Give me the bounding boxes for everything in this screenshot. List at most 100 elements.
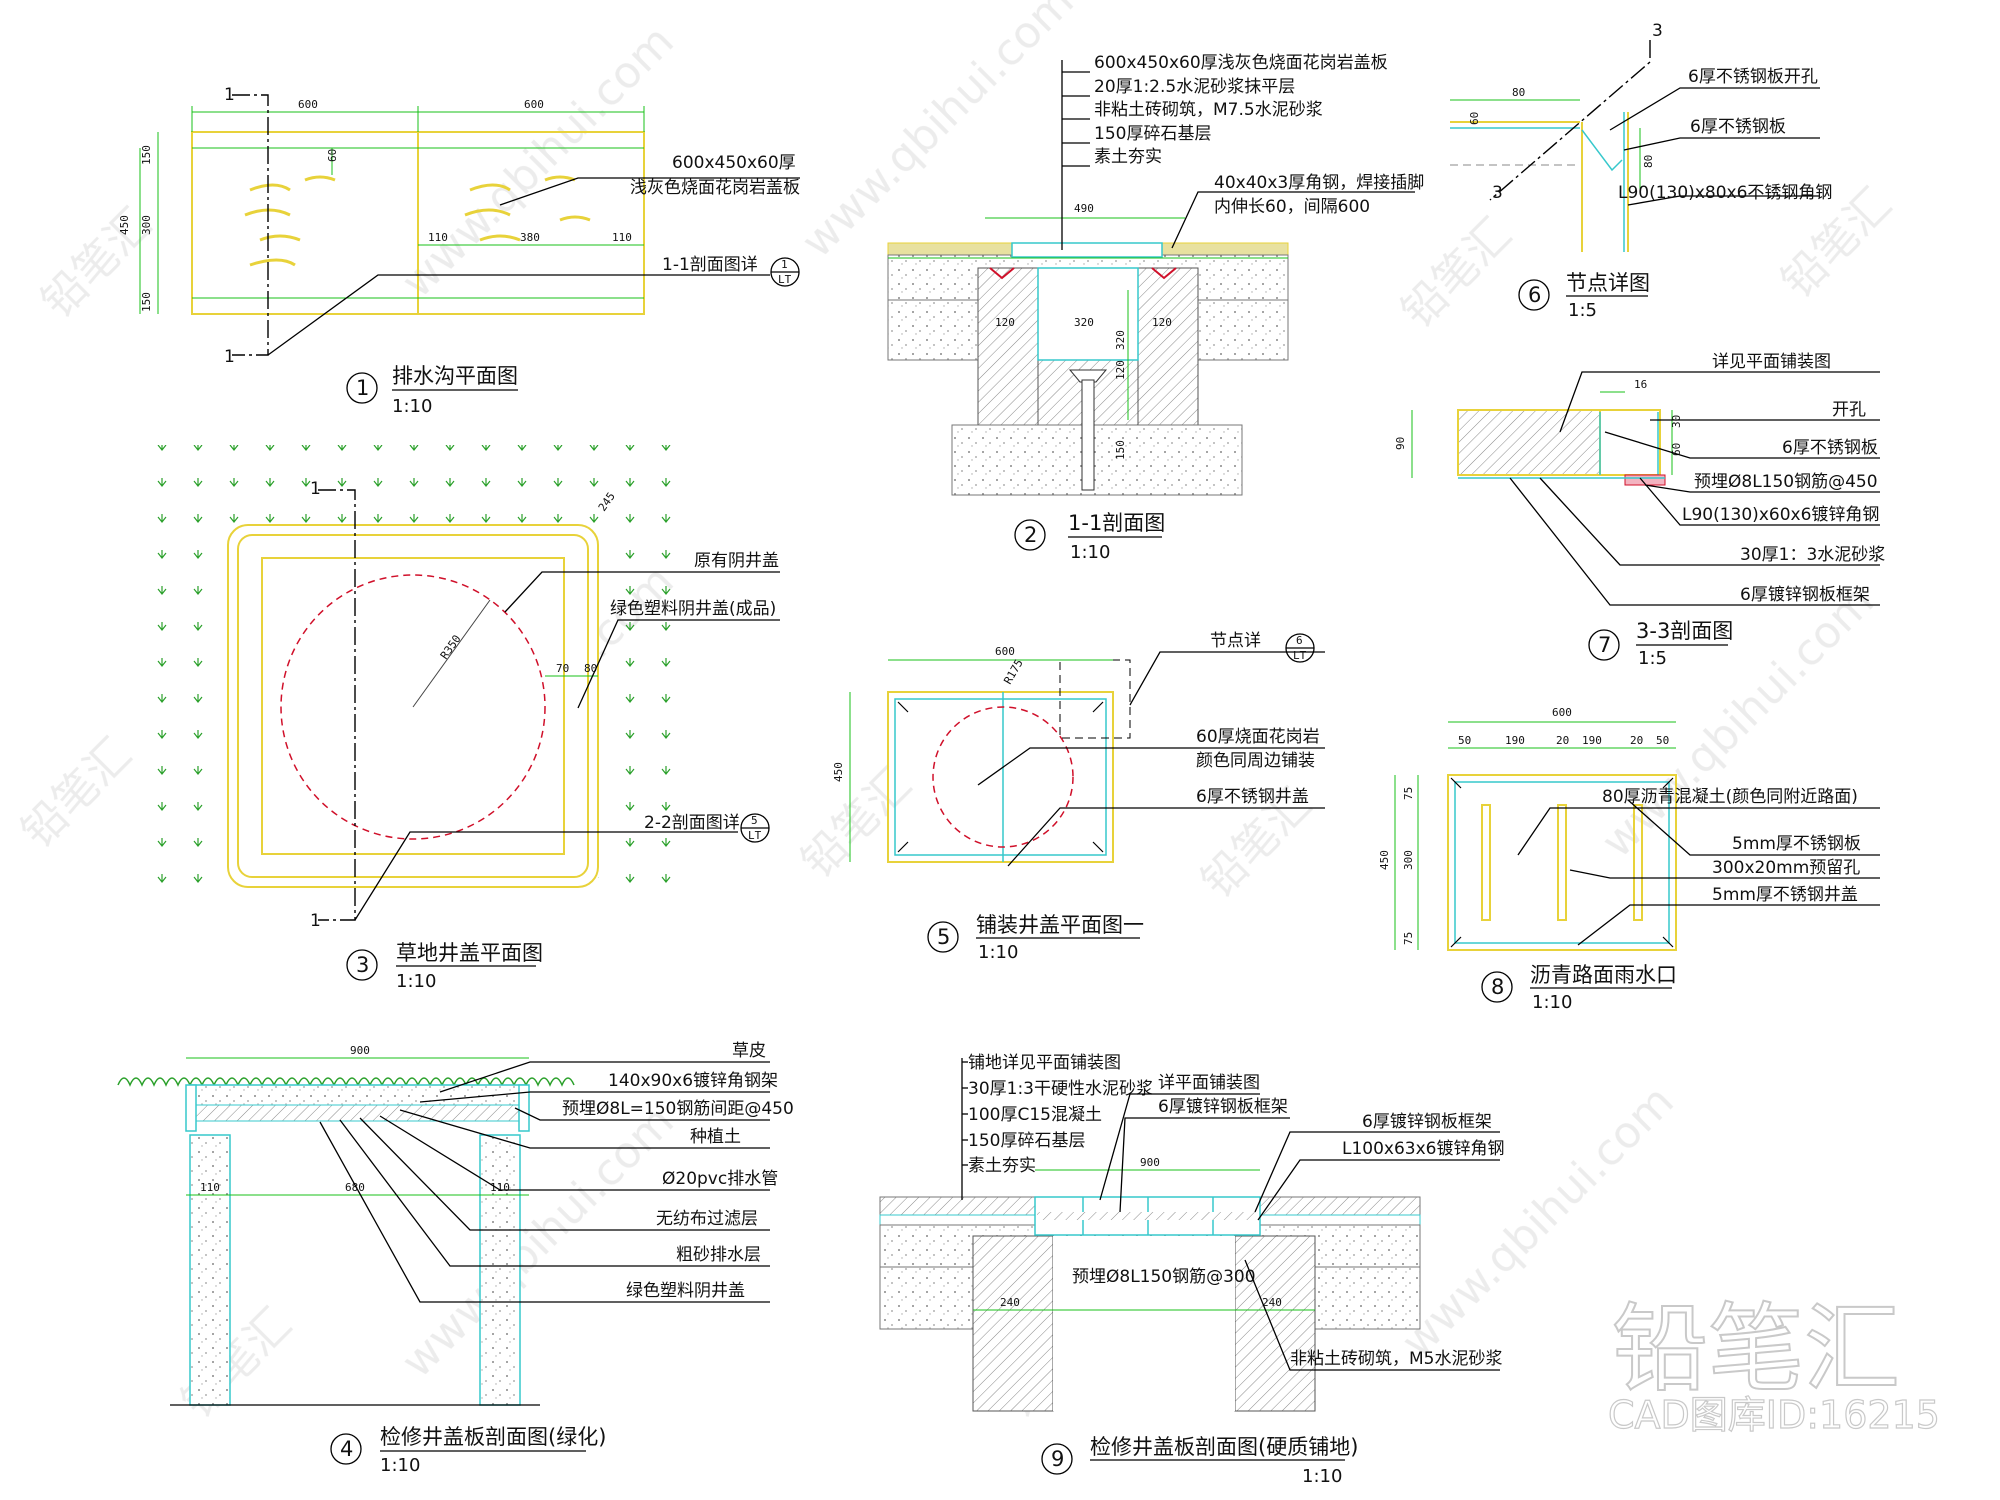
drawing-4-title: 检修井盖板剖面图(绿化) [380, 1425, 606, 1449]
ref-num-bottom: LT [1293, 649, 1307, 662]
label-turf: 草皮 [732, 1041, 766, 1061]
dim-50-a: 50 [1458, 734, 1471, 747]
label-granite-60: 60厚烧面花岗岩 [1196, 727, 1320, 747]
drawing-3-grass-cover-plan: R350 70 80 245 1 1 原有阴井盖 绿色塑料阴井盖(成品) 2-2… [150, 445, 780, 992]
dim-900: 900 [350, 1044, 370, 1057]
watermark-url: www.qbihui.com [792, 0, 1084, 268]
drawing-4-number: 4 [340, 1437, 353, 1461]
dim-20-b: 20 [1630, 734, 1643, 747]
label-rebar-450: 预埋Ø8L=150钢筋间距@450 [562, 1099, 794, 1119]
label-angle-spacing: 内伸长60，间隔600 [1214, 197, 1370, 217]
logo-watermark: 铅笔汇 CAD图库ID:16215 [1607, 1292, 1940, 1438]
watermark-small: 铅笔汇 [792, 758, 921, 887]
dim-110-b: 110 [612, 231, 632, 244]
label-paving-ref: 详平面铺装图 [1158, 1073, 1260, 1093]
label-rebar: 预埋Ø8L150钢筋@450 [1694, 472, 1878, 492]
cut-mark-top: 1 [310, 479, 321, 499]
label-angle-steel-6: L90(130)x80x6不锈钢角钢 [1618, 183, 1832, 203]
logo-id: CAD图库ID:16215 [1608, 1393, 1940, 1437]
logo-text: 铅笔汇 [1612, 1293, 1900, 1405]
watermark-url: www.qbihui.com [392, 16, 684, 308]
drawing-1-title: 排水沟平面图 [392, 364, 518, 388]
label-brick-m5: 非粘土砖砌筑，M5水泥砂浆 [1290, 1349, 1502, 1369]
dim-300: 300 [140, 215, 153, 235]
dim-70: 70 [556, 662, 569, 675]
dim-60: 60 [1468, 112, 1481, 125]
label-hole: 开孔 [1832, 400, 1866, 420]
drawing-5-scale: 1:10 [978, 942, 1018, 963]
dim-75-b: 75 [1402, 932, 1415, 945]
dim-450: 450 [832, 762, 845, 782]
drawing-6-node-detail: 3 3 80 80 60 6厚不锈钢板开孔 6厚不锈钢板 L90(130)x80… [1450, 21, 1832, 321]
dim-150-a: 150 [140, 145, 153, 165]
watermark-small: 铅笔汇 [1392, 208, 1521, 337]
dim-120-b: 120 [1152, 316, 1172, 329]
label-granite-cover: 600x450x60厚浅灰色烧面花岗岩盖板 [1094, 53, 1388, 73]
label-steel-cover-5mm: 5mm厚不锈钢井盖 [1712, 885, 1858, 905]
drawing-7-scale: 1:5 [1638, 648, 1667, 669]
drawing-8-rain-inlet: 600 50 190 20 190 20 50 450 75 300 75 80… [1378, 706, 1880, 1013]
drawing-9-title: 检修井盖板剖面图(硬质铺地) [1090, 1435, 1358, 1459]
dim-30: 30 [1670, 415, 1683, 428]
label-steel-plate-6: 6厚不锈钢板 [1782, 438, 1878, 458]
label-angle-frame: 140x90x6镀锌角钢架 [608, 1071, 778, 1091]
dim-240-b: 240 [1262, 1296, 1282, 1309]
dim-240-a: 240 [1000, 1296, 1020, 1309]
label-frame-b: 6厚镀锌钢板框架 [1362, 1112, 1492, 1132]
ref-num-top: 5 [751, 814, 758, 827]
dim-110-a: 110 [200, 1181, 220, 1194]
ref-num-bottom: LT [778, 273, 792, 286]
dim-320-b: 320 [1114, 330, 1127, 350]
dim-600-a: 600 [298, 98, 318, 111]
watermark-url: www.qbihui.com [392, 1096, 684, 1388]
drawing-9-scale: 1:10 [1302, 1466, 1342, 1487]
label-section-2-ref: 2-2剖面图详 [644, 813, 740, 833]
drawing-1-number: 1 [356, 376, 369, 400]
label-mortar-layer: 20厚1:2.5水泥砂浆抹平层 [1094, 77, 1295, 97]
drawing-3-title: 草地井盖平面图 [396, 941, 543, 965]
drawing-7-number: 7 [1598, 633, 1611, 657]
drawing-4-cover-section-green: 900 110 680 110 草皮 140x90x6镀锌角钢架 预埋Ø8L=1… [117, 1041, 794, 1476]
label-node-ref: 节点详 [1210, 631, 1261, 651]
label-gravel-150: 150厚碎石基层 [968, 1131, 1085, 1151]
dim-490: 490 [1074, 202, 1094, 215]
dim-90: 90 [1394, 437, 1407, 450]
drawing-8-scale: 1:10 [1532, 992, 1572, 1013]
dim-190-b: 190 [1582, 734, 1602, 747]
cut-mark-bottom: 1 [310, 911, 321, 931]
drawing-1-ditch-plan: 600 600 450 150 300 150 60 110 380 110 1… [118, 85, 800, 417]
dim-450: 450 [118, 215, 131, 235]
label-frame: 6厚镀锌钢板框架 [1740, 585, 1870, 605]
label-color-match: 颜色同周边铺装 [1196, 751, 1315, 771]
label-cover-material: 浅灰色烧面花岗岩盖板 [630, 178, 800, 198]
dim-60: 60 [326, 149, 339, 162]
watermark-small: 铅笔汇 [12, 728, 141, 857]
drawing-6-title: 节点详图 [1566, 271, 1650, 295]
dim-320-a: 320 [1074, 316, 1094, 329]
drawing-2-title: 1-1剖面图 [1068, 511, 1165, 535]
drawing-8-title: 沥青路面雨水口 [1530, 963, 1677, 987]
dim-680: 680 [345, 1181, 365, 1194]
label-reserved-hole: 300x20mm预留孔 [1712, 858, 1860, 878]
dim-600-b: 600 [524, 98, 544, 111]
label-existing-cover: 原有阴井盖 [694, 551, 779, 571]
label-steel-5mm: 5mm厚不锈钢板 [1732, 834, 1861, 854]
dim-300: 300 [1402, 850, 1415, 870]
cut-mark-top: 1 [224, 85, 235, 105]
label-brick-masonry: 非粘土砖砌筑，M7.5水泥砂浆 [1094, 100, 1323, 120]
dim-600: 600 [995, 645, 1015, 658]
ref-num-top: 6 [1296, 634, 1303, 647]
dim-110-b: 110 [490, 1181, 510, 1194]
dim-20-a: 20 [1556, 734, 1569, 747]
label-asphalt: 80厚沥青混凝土(颜色同附近路面) [1602, 787, 1858, 807]
dim-80-a: 80 [1512, 86, 1525, 99]
drawing-7-title: 3-3剖面图 [1636, 619, 1733, 643]
ref-num-bottom: LT [748, 829, 762, 842]
dim-120-c: 120 [1114, 360, 1127, 380]
label-plastic-cover: 绿色塑料阴井盖 [626, 1281, 745, 1301]
label-paving-ref: 详见平面铺装图 [1712, 352, 1831, 372]
drawing-3-number: 3 [356, 953, 369, 977]
drawing-2-scale: 1:10 [1070, 542, 1110, 563]
label-plastic-cover: 绿色塑料阴井盖(成品) [610, 599, 776, 619]
